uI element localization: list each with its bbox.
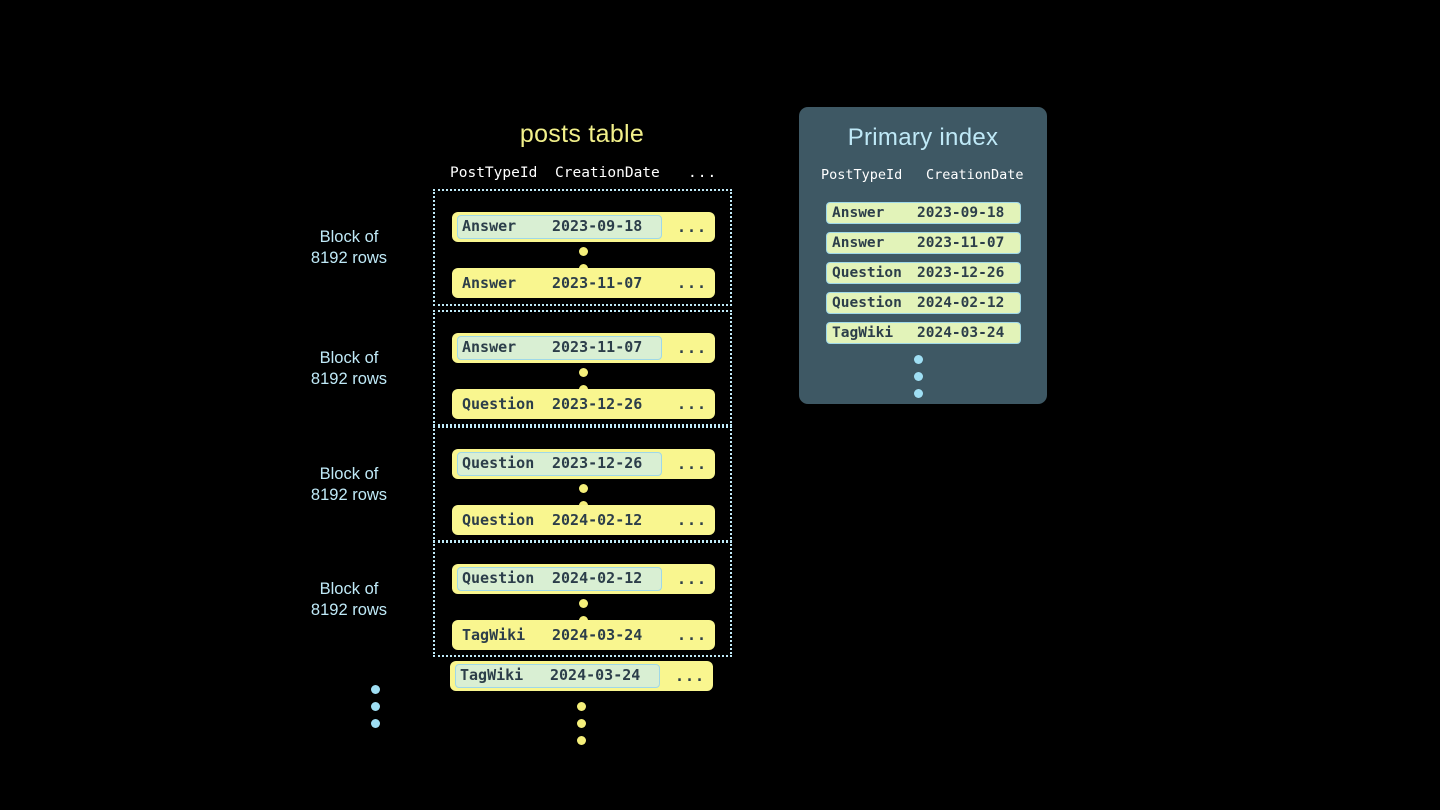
cell-creation-date: 2023-12-26 [552, 395, 643, 413]
cell-post-type-id: Answer [832, 235, 885, 251]
block-list-ellipsis-dots [371, 685, 380, 736]
block-label-1: Block of 8192 rows [274, 227, 424, 269]
posts-table-column-headers: PostTypeId CreationDate ... [450, 165, 716, 183]
index-ellipsis-dots [914, 355, 923, 406]
cell-more: ... [677, 511, 708, 529]
block-label-line2: 8192 rows [310, 601, 388, 619]
table-row: Question 2023-12-26 ... [452, 449, 715, 479]
column-header-creation-date: CreationDate [926, 167, 1024, 183]
cell-post-type-id: Question [462, 569, 535, 587]
index-key-highlight [455, 664, 660, 688]
table-row: Question 2023-12-26 ... [452, 389, 715, 419]
index-key-highlight [457, 567, 662, 591]
cell-creation-date: 2023-11-07 [917, 235, 1005, 251]
cell-more: ... [677, 455, 708, 473]
cell-more: ... [677, 570, 708, 588]
index-row: TagWiki 2024-03-24 [826, 322, 1021, 344]
primary-index-panel: Primary index PostTypeId CreationDate An… [799, 107, 1047, 404]
cell-post-type-id: Question [832, 265, 902, 281]
block-label-2: Block of 8192 rows [274, 348, 424, 390]
cell-more: ... [677, 218, 708, 236]
cell-post-type-id: Question [462, 511, 535, 529]
index-row: Answer 2023-09-18 [826, 202, 1021, 224]
cell-post-type-id: TagWiki [832, 325, 894, 341]
primary-index-title: Primary index [847, 124, 999, 151]
table-row: Question 2024-02-12 ... [452, 564, 715, 594]
cell-more: ... [677, 626, 708, 644]
cell-creation-date: 2023-12-26 [917, 265, 1005, 281]
cell-creation-date: 2024-03-24 [552, 626, 643, 644]
cell-post-type-id: Question [462, 454, 535, 472]
column-header-creation-date: CreationDate [555, 165, 660, 181]
column-header-more: ... [688, 165, 718, 181]
table-block-2: Answer 2023-11-07 ... Question 2023-12-2… [311, 310, 732, 426]
cell-creation-date: 2024-03-24 [550, 666, 641, 684]
block-label-line2: 8192 rows [310, 486, 388, 504]
block-label-line1: Block of [319, 228, 379, 246]
cell-post-type-id: Answer [832, 205, 885, 221]
index-key-highlight [457, 215, 662, 239]
block-label-3: Block of 8192 rows [274, 464, 424, 506]
index-row: Question 2023-12-26 [826, 262, 1021, 284]
cell-more: ... [677, 274, 708, 292]
cell-creation-date: 2023-11-07 [552, 338, 643, 356]
table-row: Answer 2023-11-07 ... [452, 333, 715, 363]
block-label-line1: Block of [319, 580, 379, 598]
column-header-post-type-id: PostTypeId [450, 165, 538, 181]
cell-creation-date: 2024-02-12 [552, 569, 643, 587]
cell-post-type-id: TagWiki [460, 666, 524, 684]
table-block-1: Answer 2023-09-18 ... Answer 2023-11-07 … [311, 189, 732, 306]
cell-more: ... [677, 339, 708, 357]
cell-more: ... [677, 395, 708, 413]
cell-more: ... [675, 667, 706, 685]
table-row-trailing: TagWiki 2024-03-24 ... [450, 661, 713, 691]
cell-creation-date: 2023-09-18 [552, 217, 643, 235]
block-label-line1: Block of [319, 349, 379, 367]
cell-creation-date: 2023-12-26 [552, 454, 643, 472]
cell-creation-date: 2024-02-12 [552, 511, 643, 529]
table-row: Answer 2023-11-07 ... [452, 268, 715, 298]
cell-post-type-id: Answer [462, 338, 517, 356]
cell-post-type-id: TagWiki [462, 626, 526, 644]
cell-creation-date: 2024-02-12 [917, 295, 1005, 311]
posts-table-title-text: posts table [519, 120, 645, 148]
block-label-line1: Block of [319, 465, 379, 483]
table-bottom-ellipsis-dots [577, 702, 586, 753]
block-label-line2: 8192 rows [310, 249, 388, 267]
cell-creation-date: 2023-11-07 [552, 274, 643, 292]
index-key-highlight [457, 336, 662, 360]
table-block-4: Question 2024-02-12 ... TagWiki 2024-03-… [311, 541, 732, 657]
cell-post-type-id: Answer [462, 274, 517, 292]
block-label-line2: 8192 rows [310, 370, 388, 388]
cell-post-type-id: Answer [462, 217, 517, 235]
primary-index-column-headers: PostTypeId CreationDate [821, 167, 1031, 185]
cell-post-type-id: Question [462, 395, 535, 413]
index-row: Question 2024-02-12 [826, 292, 1021, 314]
table-row: Question 2024-02-12 ... [452, 505, 715, 535]
index-key-highlight [457, 452, 662, 476]
table-row: TagWiki 2024-03-24 ... [452, 620, 715, 650]
table-row: Answer 2023-09-18 ... [452, 212, 715, 242]
cell-creation-date: 2023-09-18 [917, 205, 1005, 221]
block-label-4: Block of 8192 rows [274, 579, 424, 621]
index-row: Answer 2023-11-07 [826, 232, 1021, 254]
cell-post-type-id: Question [832, 295, 902, 311]
column-header-post-type-id: PostTypeId [821, 167, 903, 183]
cell-creation-date: 2024-03-24 [917, 325, 1005, 341]
table-block-3: Question 2023-12-26 ... Question 2024-02… [311, 426, 732, 542]
